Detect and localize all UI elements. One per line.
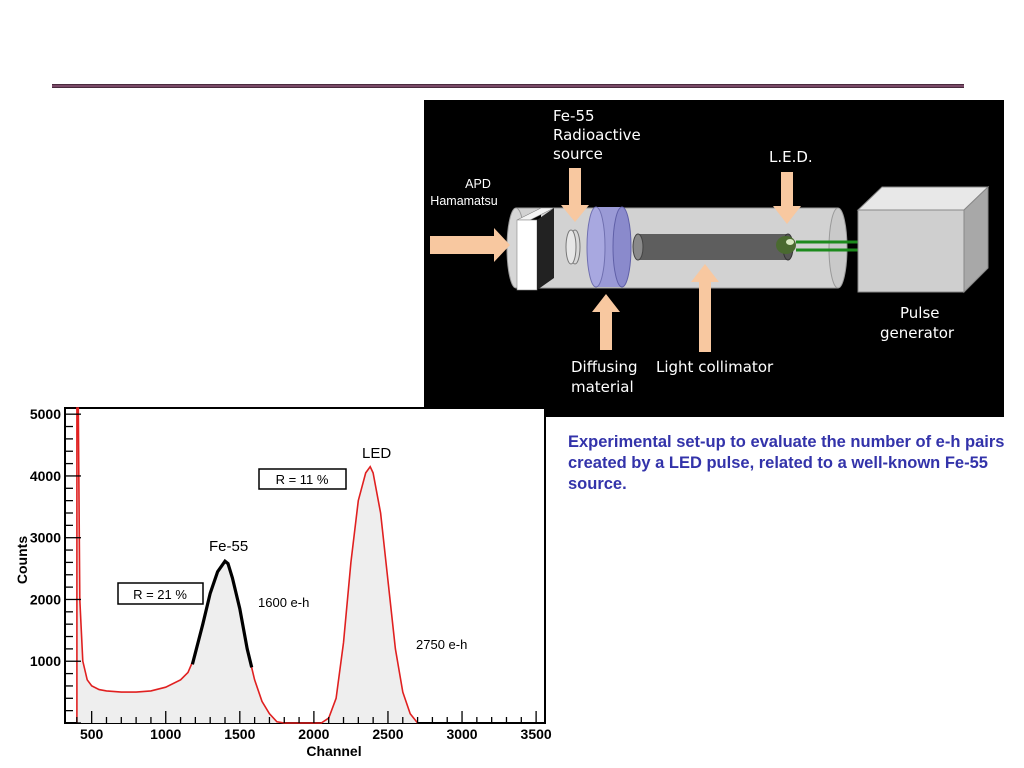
x-tick-label: 500 — [80, 726, 104, 742]
y-tick-label: 3000 — [30, 530, 61, 546]
apd-label-2: Hamamatsu — [430, 194, 497, 208]
spectrum-chart: 500 1000 1500 2000 2500 3000 3500 1000 2000 3000 4… — [14, 406, 552, 759]
x-tick-label: 1000 — [150, 726, 181, 742]
pulse-generator-label: Pulse — [900, 304, 940, 322]
source-label-3: source — [553, 145, 603, 163]
x-axis-label: Channel — [306, 743, 361, 759]
plot-frame — [64, 407, 546, 724]
x-tick-label: 2000 — [298, 726, 329, 742]
setup-diagram: APD Hamamatsu Fe-55 Radioactive source L… — [424, 100, 1004, 417]
led-peak-label: LED — [362, 445, 391, 462]
header-rule — [52, 84, 964, 88]
led-element — [776, 236, 858, 254]
pulse-generator-label-2: generator — [880, 324, 955, 342]
light-collimator-tube — [632, 233, 794, 261]
r-led-box — [258, 468, 347, 490]
diffusing-label: Diffusing — [571, 358, 638, 376]
figure-caption: Experimental set-up to evaluate the numb… — [568, 433, 1005, 493]
fe55-source-disc — [565, 229, 581, 265]
apd-detector — [516, 207, 555, 291]
collimator-label: Light collimator — [656, 358, 774, 376]
apd-label: APD — [465, 177, 491, 191]
axis-tick-labels: 500 1000 1500 2000 2500 3000 3500 1000 2000 3000 4… — [30, 406, 552, 742]
y-tick-label: 4000 — [30, 468, 61, 484]
y-tick-label: 5000 — [30, 406, 61, 422]
r-fe55-label: R = 21 % — [133, 587, 187, 602]
source-label-2: Radioactive — [553, 126, 641, 144]
collimator-arrow — [691, 264, 719, 352]
x-tick-label: 3000 — [446, 726, 477, 742]
source-label: Fe-55 — [553, 107, 595, 125]
y-tick-label: 2000 — [30, 591, 61, 607]
pulse-generator-box — [856, 185, 990, 294]
fe55-eh-label: 1600 e-h — [258, 595, 309, 610]
led-arrow — [773, 172, 801, 224]
fe55-peak-label: Fe-55 — [209, 538, 248, 555]
fe55-gaussian-fit — [190, 558, 254, 668]
r-led-label: R = 11 % — [276, 472, 329, 487]
source-arrow — [561, 168, 589, 222]
x-tick-label: 3500 — [521, 726, 552, 742]
y-tick-label: 1000 — [30, 653, 61, 669]
y-axis-label: Counts — [14, 536, 30, 584]
x-tick-label: 1500 — [224, 726, 255, 742]
led-label: L.E.D. — [769, 148, 813, 166]
diffusing-disc — [586, 206, 632, 288]
x-tick-label: 2500 — [372, 726, 403, 742]
diffusing-arrow — [592, 294, 620, 350]
spectrum-lines — [76, 407, 419, 724]
axis-ticks — [65, 413, 537, 724]
r-fe55-box — [117, 582, 204, 605]
apd-arrow — [430, 228, 510, 262]
led-eh-label: 2750 e-h — [416, 637, 467, 652]
diffusing-label-2: material — [571, 378, 634, 396]
